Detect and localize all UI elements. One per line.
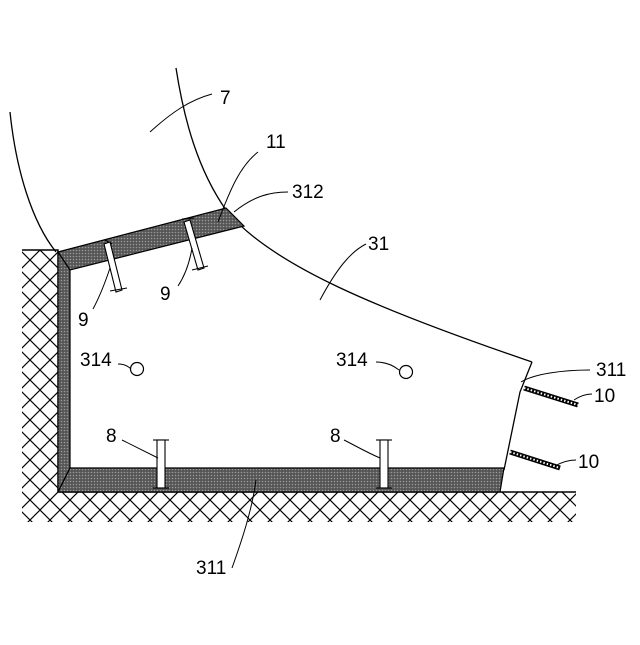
label-7: 7 <box>220 88 231 109</box>
label-10-lower: 10 <box>578 452 599 473</box>
label-8-left: 8 <box>106 426 117 447</box>
hole-314-right <box>400 366 413 379</box>
label-311-right: 311 <box>596 360 626 381</box>
label-8-right: 8 <box>330 426 341 447</box>
structural-shell <box>58 208 504 492</box>
label-31: 31 <box>368 234 389 255</box>
label-11: 11 <box>266 132 286 153</box>
label-312: 312 <box>292 182 324 203</box>
label-9-left: 9 <box>78 310 89 331</box>
threaded-rods <box>510 388 578 468</box>
label-10-upper: 10 <box>594 386 615 407</box>
rod-10-upper <box>524 388 578 405</box>
label-9-right: 9 <box>160 284 171 305</box>
rod-10-lower <box>510 452 560 468</box>
label-314-left: 314 <box>80 350 112 371</box>
label-314-right: 314 <box>336 350 368 371</box>
left-arc-line <box>10 112 56 252</box>
hole-314-left <box>131 363 144 376</box>
label-311-bottom: 311 <box>196 558 226 579</box>
